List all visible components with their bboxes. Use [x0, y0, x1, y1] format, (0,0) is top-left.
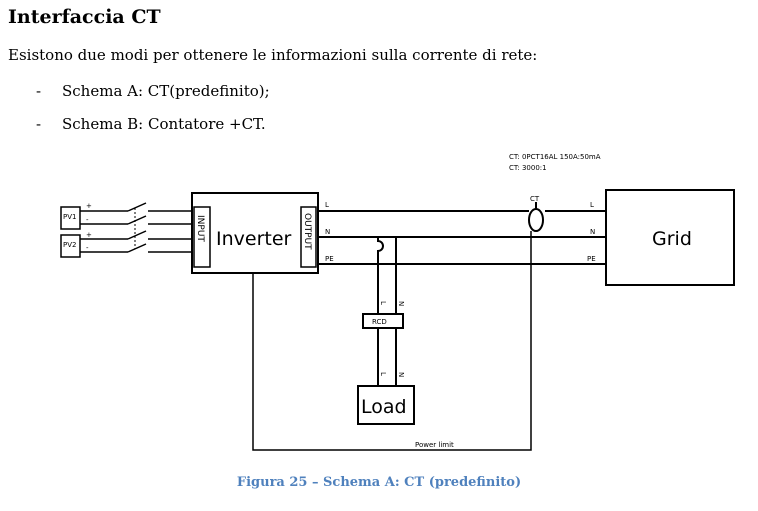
pv1-plus: + — [86, 202, 92, 210]
bullet-text: Schema A: CT(predefinito); — [62, 82, 270, 100]
pv1-label: PV1 — [63, 213, 76, 221]
input-port — [193, 206, 211, 268]
grid-pe-label: PE — [587, 255, 596, 263]
load-in-l: L — [379, 372, 387, 376]
grid-n-label: N — [590, 228, 595, 236]
rcd-in-n: N — [397, 301, 405, 306]
power-limit-label: Power limit — [415, 441, 454, 449]
pv1-minus: - — [86, 216, 89, 224]
inverter-n-label: N — [325, 228, 330, 236]
load-label: Load — [361, 396, 407, 418]
figure-caption: Figura 25 – Schema A: CT (predefinito) — [236, 475, 522, 490]
power-limit-wire — [252, 231, 532, 451]
grid-l-label: L — [590, 201, 594, 209]
dc-switch — [127, 243, 147, 253]
dc-switch — [127, 230, 147, 240]
ct-spec-1: CT: 0PCT16AL 150A:50mA — [509, 153, 601, 161]
load-box — [357, 385, 415, 425]
pv2-box — [60, 234, 81, 258]
dc-switch — [127, 215, 147, 225]
input-label: INPUT — [195, 215, 205, 242]
pv1-box — [60, 206, 81, 230]
rcd-box — [362, 313, 404, 329]
bullet-marker: - — [36, 115, 42, 133]
output-label: OUTPUT — [302, 213, 312, 250]
inverter-box — [191, 192, 319, 274]
ct-spec-2: CT: 3000:1 — [509, 164, 547, 172]
bullet-text: Schema B: Contatore +CT. — [62, 115, 266, 133]
dc-switch — [127, 202, 147, 212]
bullet-marker: - — [36, 82, 42, 100]
output-port — [300, 206, 317, 268]
section-heading: Interfaccia CT — [8, 6, 161, 28]
pv2-minus: - — [86, 244, 89, 252]
grid-label: Grid — [652, 228, 692, 250]
inverter-l-label: L — [325, 201, 329, 209]
inverter-label: Inverter — [216, 228, 292, 250]
load-in-n: N — [397, 372, 405, 377]
intro-paragraph: Esistono due modi per ottenere le inform… — [8, 46, 538, 64]
inverter-pe-label: PE — [325, 255, 334, 263]
ct-sensor — [528, 208, 544, 232]
wiring-diagram: CT: 0PCT16AL 150A:50mA CT: 3000:1 CT PV1… — [60, 153, 735, 451]
grid-box — [605, 189, 735, 286]
pv2-label: PV2 — [63, 241, 76, 249]
pv2-plus: + — [86, 231, 92, 239]
rcd-in-l: L — [379, 301, 387, 305]
ct-label: CT — [530, 195, 540, 203]
rcd-label: RCD — [372, 318, 387, 326]
